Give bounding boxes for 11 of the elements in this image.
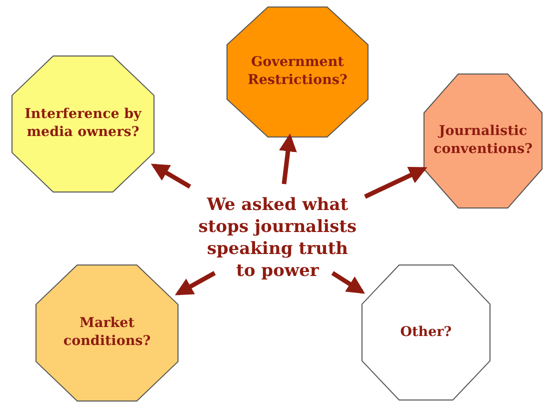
node-label: Journalistic conventions? xyxy=(432,123,534,159)
node-label: Interference by media owners? xyxy=(24,106,143,142)
arrow xyxy=(279,133,297,184)
central-question: We asked what stops journalists speaking truth to power xyxy=(197,194,358,282)
node-label: Government Restrictions? xyxy=(246,54,348,90)
arrow xyxy=(364,166,428,199)
arrow xyxy=(150,164,192,189)
node-label: Market conditions? xyxy=(62,315,152,351)
node-label: Other? xyxy=(399,324,453,342)
arrow xyxy=(174,271,216,296)
arrow xyxy=(331,271,366,294)
